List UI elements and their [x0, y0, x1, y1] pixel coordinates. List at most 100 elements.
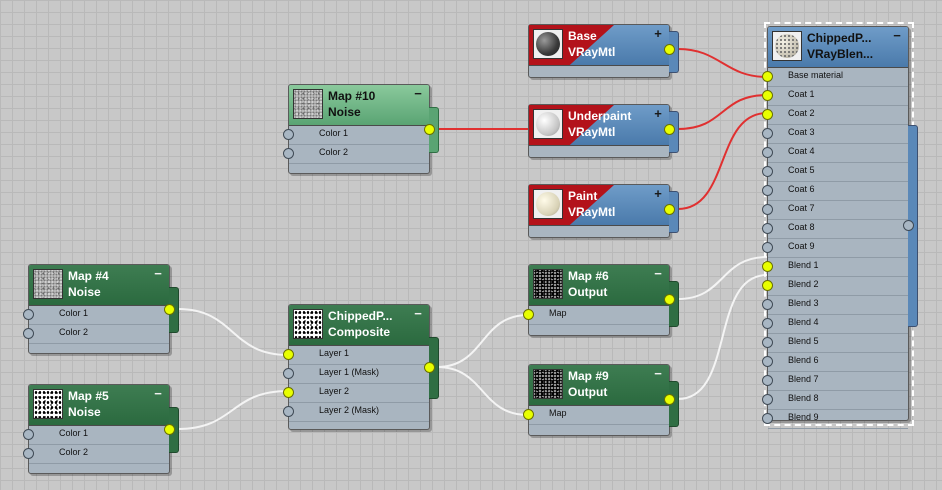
input-socket[interactable]: [762, 261, 773, 272]
input-socket[interactable]: [283, 349, 294, 360]
node-title: Map #5: [68, 389, 109, 403]
node-map10-noise[interactable]: Map #10 Noise − Color 1 Color 2: [283, 84, 439, 174]
input-socket[interactable]: [762, 147, 773, 158]
input-socket[interactable]: [762, 223, 773, 234]
input-socket[interactable]: [523, 309, 534, 320]
node-map4-noise[interactable]: Map #4 Noise − Color 1 Color 2: [23, 264, 179, 354]
node-title: Base: [568, 29, 597, 43]
node-base-vraymtl[interactable]: Base VRayMtl +: [528, 24, 679, 78]
slot-label: Base material: [788, 70, 844, 80]
node-title: Map #6: [568, 269, 609, 283]
output-tab[interactable]: [669, 381, 679, 427]
input-slot: Layer 1: [283, 346, 429, 365]
output-socket[interactable]: [424, 362, 435, 373]
wire-map6-blend[interactable]: [677, 256, 768, 300]
input-socket[interactable]: [283, 148, 294, 159]
input-socket[interactable]: [762, 71, 773, 82]
node-paint-vraymtl[interactable]: Paint VRayMtl +: [528, 184, 679, 238]
input-socket[interactable]: [762, 394, 773, 405]
wire-paint-blend[interactable]: [677, 112, 768, 210]
node-subtitle: Output: [568, 385, 608, 399]
node-header[interactable]: Base VRayMtl +: [529, 25, 669, 66]
slot-label: Blend 9: [788, 412, 819, 422]
slot-label: Blend 7: [788, 374, 819, 384]
wire-map4-composite[interactable]: [177, 308, 289, 356]
minimize-button[interactable]: −: [893, 28, 901, 43]
minimize-button[interactable]: −: [414, 306, 422, 321]
input-socket[interactable]: [762, 318, 773, 329]
minimize-button[interactable]: −: [654, 266, 662, 281]
input-socket[interactable]: [762, 337, 773, 348]
input-socket[interactable]: [23, 448, 34, 459]
node-map5-noise[interactable]: Map #5 Noise − Color 1 Color 2: [23, 384, 179, 474]
output-socket[interactable]: [424, 124, 435, 135]
node-header[interactable]: Map #6 Output −: [529, 265, 669, 306]
expand-button[interactable]: +: [654, 26, 662, 41]
input-slot: Blend 9: [762, 410, 908, 429]
input-socket[interactable]: [762, 166, 773, 177]
wire-map9-blend[interactable]: [677, 274, 768, 400]
input-socket[interactable]: [283, 387, 294, 398]
input-socket[interactable]: [762, 242, 773, 253]
input-socket[interactable]: [762, 375, 773, 386]
output-socket[interactable]: [664, 44, 675, 55]
node-header[interactable]: Map #5 Noise −: [29, 385, 169, 426]
node-map6-output[interactable]: Map #6 Output − Map: [523, 264, 679, 336]
wire-composite-map9[interactable]: [436, 366, 529, 416]
minimize-button[interactable]: −: [414, 86, 422, 101]
node-header[interactable]: Paint VRayMtl +: [529, 185, 669, 226]
wire-map5-composite[interactable]: [177, 390, 289, 430]
minimize-button[interactable]: −: [154, 266, 162, 281]
output-socket[interactable]: [903, 220, 914, 231]
wire-base-blend[interactable]: [677, 48, 768, 78]
input-socket[interactable]: [762, 413, 773, 424]
output-socket[interactable]: [164, 424, 175, 435]
slot-label: Blend 3: [788, 298, 819, 308]
input-socket[interactable]: [523, 409, 534, 420]
node-subtitle: VRayMtl: [568, 125, 616, 139]
node-header[interactable]: Map #10 Noise −: [289, 85, 429, 126]
input-socket[interactable]: [23, 429, 34, 440]
input-socket[interactable]: [283, 406, 294, 417]
node-header[interactable]: Map #9 Output −: [529, 365, 669, 406]
node-header[interactable]: Underpaint VRayMtl +: [529, 105, 669, 146]
input-socket[interactable]: [762, 299, 773, 310]
node-header[interactable]: ChippedP... VRayBlen... −: [768, 27, 908, 68]
slot-label: Blend 1: [788, 260, 819, 270]
output-socket[interactable]: [664, 204, 675, 215]
input-socket[interactable]: [762, 280, 773, 291]
node-map9-output[interactable]: Map #9 Output − Map: [523, 364, 679, 436]
input-socket[interactable]: [762, 109, 773, 120]
output-tab[interactable]: [669, 281, 679, 327]
output-socket[interactable]: [164, 304, 175, 315]
input-slot: Coat 1: [762, 87, 908, 106]
node-underpaint-vraymtl[interactable]: Underpaint VRayMtl +: [528, 104, 679, 158]
slot-label: Blend 2: [788, 279, 819, 289]
input-socket[interactable]: [762, 128, 773, 139]
node-chipped-vrayblendmtl[interactable]: ChippedP... VRayBlen... − Base material …: [762, 26, 918, 429]
wire-underpaint-blend[interactable]: [677, 94, 768, 130]
input-socket[interactable]: [283, 368, 294, 379]
input-socket[interactable]: [762, 185, 773, 196]
wire-composite-map6[interactable]: [436, 314, 529, 368]
minimize-button[interactable]: −: [654, 366, 662, 381]
minimize-button[interactable]: −: [154, 386, 162, 401]
input-socket[interactable]: [762, 356, 773, 367]
node-header[interactable]: Map #4 Noise −: [29, 265, 169, 306]
expand-button[interactable]: +: [654, 106, 662, 121]
node-chipped-composite[interactable]: ChippedP... Composite − Layer 1 Layer 1 …: [283, 304, 439, 430]
input-socket[interactable]: [283, 129, 294, 140]
input-socket[interactable]: [23, 328, 34, 339]
input-slot: Blend 7: [762, 372, 908, 391]
expand-button[interactable]: +: [654, 186, 662, 201]
node-header[interactable]: ChippedP... Composite −: [289, 305, 429, 346]
node-title: Paint: [568, 189, 598, 203]
output-socket[interactable]: [664, 294, 675, 305]
slot-label: Color 1: [59, 428, 89, 438]
input-socket[interactable]: [762, 90, 773, 101]
input-socket[interactable]: [23, 309, 34, 320]
input-slot: Blend 4: [762, 315, 908, 334]
input-socket[interactable]: [762, 204, 773, 215]
output-socket[interactable]: [664, 394, 675, 405]
output-socket[interactable]: [664, 124, 675, 135]
